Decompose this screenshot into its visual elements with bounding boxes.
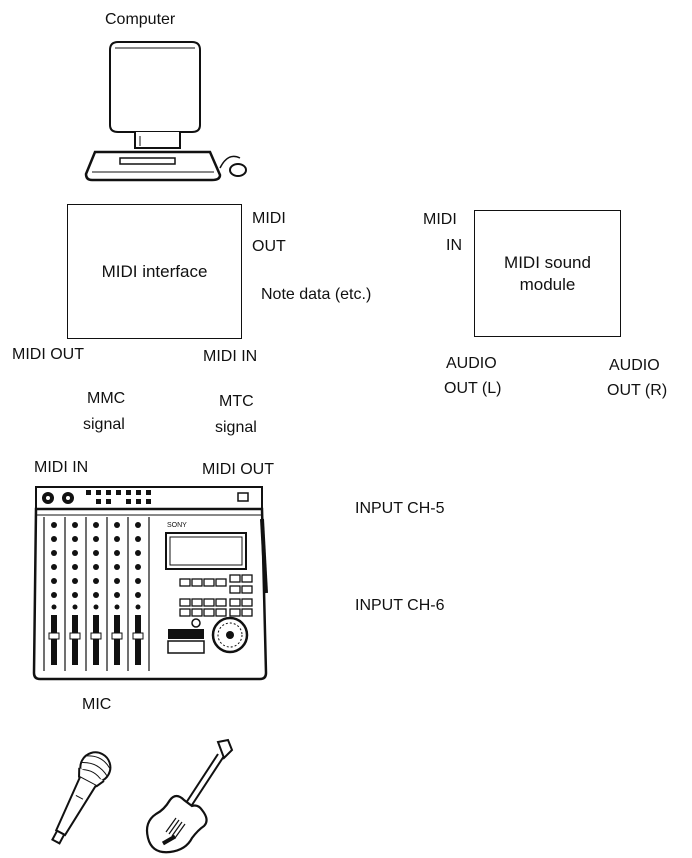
audio-out-l-line2: OUT (L) [444, 380, 502, 397]
mmc-signal-line2: signal [83, 416, 125, 433]
electric-guitar-icon [145, 738, 234, 854]
sound-module-midi-in-line2: IN [446, 237, 462, 254]
sound-module-title-line1: MIDI sound [504, 252, 591, 272]
audio-out-r-line1: AUDIO [609, 357, 660, 374]
desktop-computer-icon [84, 41, 247, 182]
recorder-midi-in-label: MIDI IN [34, 459, 89, 476]
midi-interface-title: MIDI interface [101, 261, 208, 281]
sound-module-title-line2: module [519, 274, 576, 294]
audio-out-l-line1: AUDIO [446, 355, 497, 372]
mmc-signal-line1: MMC [87, 390, 126, 407]
midi-interface-midi-out-label: MIDI OUT [12, 346, 84, 363]
recorder-midi-out-label: MIDI OUT [202, 461, 274, 478]
microphone-icon [51, 751, 112, 845]
audio-out-r-line2: OUT (R) [607, 382, 668, 399]
midi-interface-out-label-line1: MIDI [252, 210, 286, 227]
midi-sound-module-box: MIDI sound module [474, 210, 621, 337]
recorder-brand: SONY [167, 522, 187, 529]
sound-module-midi-in-line1: MIDI [423, 211, 457, 228]
mtc-signal-line2: signal [215, 419, 257, 436]
midi-interface-out-label-line2: OUT [252, 238, 286, 255]
midi-interface-midi-in-label: MIDI IN [203, 348, 258, 365]
input-ch5-label: INPUT CH-5 [355, 500, 445, 517]
midi-interface-box: MIDI interface [67, 204, 242, 339]
mtc-signal-line1: MTC [219, 393, 254, 410]
input-ch6-label: INPUT CH-6 [355, 597, 445, 614]
note-data-label: Note data (etc.) [261, 286, 372, 303]
multitrack-recorder-icon: SONY [32, 486, 268, 681]
computer-label: Computer [105, 11, 176, 28]
mic-label: MIC [82, 696, 112, 713]
